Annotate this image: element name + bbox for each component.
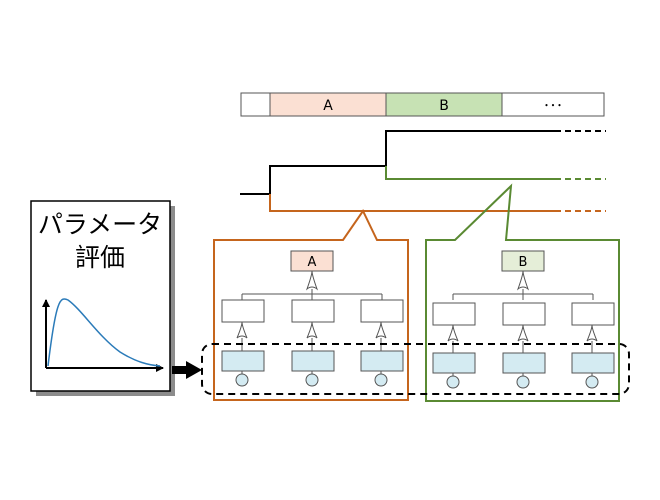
branch-b [385, 166, 555, 180]
header-label-more: ･･･ [543, 99, 563, 114]
connector-lines-b [452, 289, 594, 300]
or-gate-a2 [306, 321, 318, 339]
header-bar: A B ･･･ [240, 92, 605, 117]
basic-event-a3 [360, 350, 404, 372]
or-gate-b1 [447, 324, 459, 342]
basic-circle-a2 [305, 373, 319, 387]
or-gate-a1 [236, 321, 248, 339]
intermediate-event-a2 [291, 299, 335, 323]
basic-event-a2 [291, 350, 335, 372]
header-cell-blank [240, 92, 271, 117]
header-label-b: B [439, 98, 449, 114]
param-box-title-line1: パラメータ [38, 210, 162, 239]
basic-circle-a1 [235, 373, 249, 387]
param-box-title-line2: 評価 [75, 243, 125, 272]
fault-tree-a [221, 250, 404, 387]
basic-circle-b2 [516, 375, 530, 389]
intermediate-event-b3 [571, 302, 615, 326]
or-gate-a3 [375, 321, 387, 339]
parameter-evaluation-box: パラメータ 評価 [30, 200, 175, 396]
parameter-arrow-head [186, 361, 202, 379]
panel-b-callout [425, 183, 620, 402]
basic-event-a1 [221, 350, 265, 372]
gate-stems-b [452, 341, 593, 353]
or-gate-top-b [516, 270, 530, 291]
header-cell-more [501, 92, 605, 117]
branch-trunk [240, 130, 555, 195]
basic-event-b1 [432, 352, 476, 374]
or-gate-b3 [586, 324, 598, 342]
parameter-arrow [172, 361, 202, 379]
panel-a-callout [213, 209, 409, 401]
distribution-curve [47, 298, 161, 367]
parameter-arrow-shaft [172, 366, 187, 374]
basic-event-b3 [571, 352, 615, 374]
param-box-frame [30, 200, 171, 392]
or-gate-top-a [305, 270, 319, 291]
or-gate-b2 [517, 324, 529, 342]
top-event-b-label: B [519, 255, 528, 270]
basic-circle-b3 [585, 375, 599, 389]
top-event-a-label: A [308, 255, 317, 270]
fault-tree-b [432, 250, 615, 389]
header-label-a: A [323, 98, 333, 114]
connector-lines-a [241, 289, 383, 300]
intermediate-event-a1 [221, 299, 265, 323]
intermediate-event-b1 [432, 302, 476, 326]
intermediate-event-a3 [360, 299, 404, 323]
intermediate-event-b2 [502, 302, 546, 326]
basic-circle-a3 [374, 373, 388, 387]
basic-event-b2 [502, 352, 546, 374]
basic-events-selection [201, 343, 630, 395]
event-tree [240, 130, 606, 212]
basic-circle-b1 [446, 375, 460, 389]
branch-a [269, 194, 555, 212]
